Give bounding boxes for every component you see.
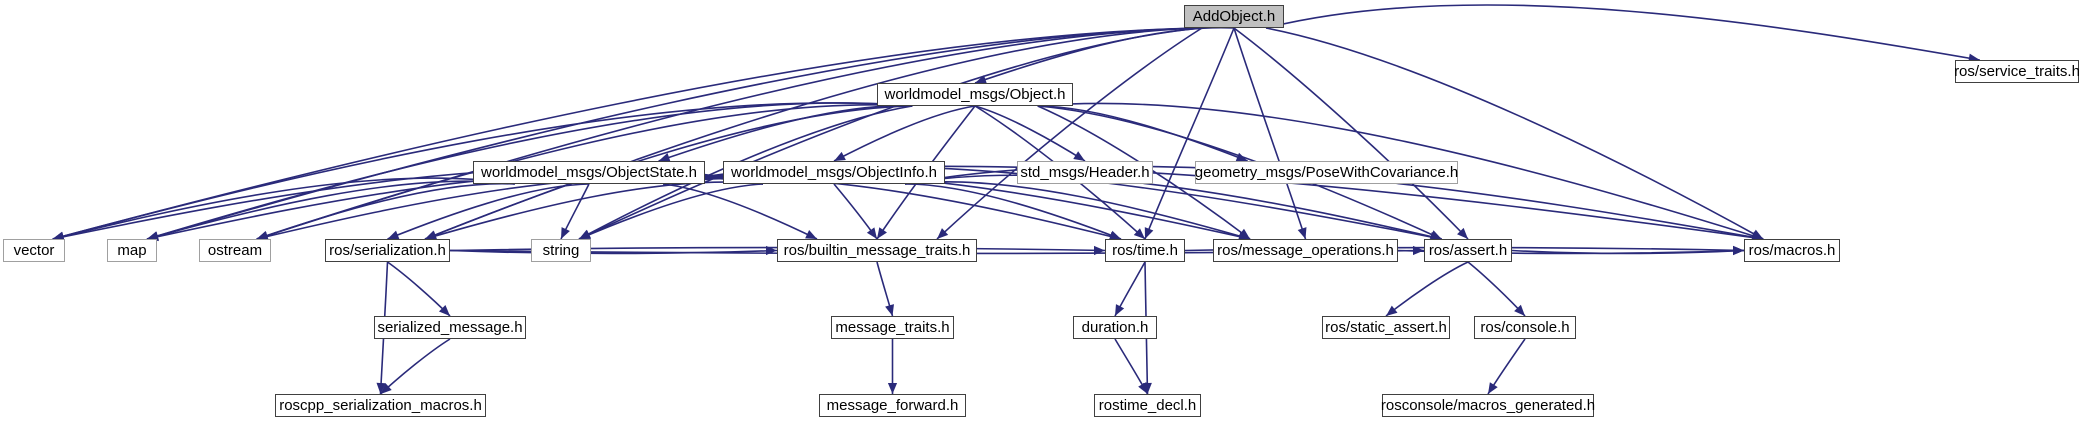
graph-node-label: rostime_decl.h bbox=[1098, 397, 1197, 414]
graph-node-rosconsole_macros[interactable]: rosconsole/macros_generated.h bbox=[1380, 394, 1596, 417]
graph-edge-addobject-to-message_operations bbox=[1233, 27, 1307, 240]
graph-node-serialized_message[interactable]: serialized_message.h bbox=[374, 316, 526, 339]
graph-edge-object-to-string bbox=[578, 105, 913, 240]
graph-node-label: worldmodel_msgs/ObjectInfo.h bbox=[731, 164, 937, 181]
graph-node-label: geometry_msgs/PoseWithCovariance.h bbox=[1194, 164, 1459, 181]
graph-node-label: message_traits.h bbox=[835, 319, 950, 336]
graph-node-macros[interactable]: ros/macros.h bbox=[1744, 239, 1840, 262]
graph-node-label: ros/service_traits.h bbox=[1954, 63, 2079, 80]
graph-edge-addobject-to-assert bbox=[1233, 27, 1469, 240]
graph-node-map[interactable]: map bbox=[107, 239, 157, 262]
graph-node-message_operations[interactable]: ros/message_operations.h bbox=[1213, 239, 1398, 262]
graph-node-roscpp_ser_macros[interactable]: roscpp_serialization_macros.h bbox=[275, 394, 486, 417]
graph-edge-serialization-to-serialized_message bbox=[387, 261, 451, 317]
graph-edge-object-to-header bbox=[974, 105, 1086, 162]
graph-edge-objectinfo-to-assert bbox=[904, 174, 1442, 240]
graph-edge-addobject-to-service_traits bbox=[1265, 4, 1980, 61]
graph-node-label: ros/time.h bbox=[1112, 242, 1178, 259]
graph-edge-object-to-objectinfo bbox=[833, 105, 976, 162]
graph-edge-objectstate-to-serialization bbox=[387, 183, 590, 240]
graph-node-objectinfo[interactable]: worldmodel_msgs/ObjectInfo.h bbox=[723, 161, 945, 184]
graph-node-label: ros/serialization.h bbox=[329, 242, 446, 259]
graph-edge-serialized_message-to-roscpp_ser_macros bbox=[379, 338, 451, 395]
graph-node-label: ros/macros.h bbox=[1748, 242, 1836, 259]
graph-node-assert[interactable]: ros/assert.h bbox=[1424, 239, 1512, 262]
graph-edge-objectinfo-to-message_operations bbox=[904, 181, 1251, 240]
graph-node-time[interactable]: ros/time.h bbox=[1105, 239, 1185, 262]
graph-node-label: serialized_message.h bbox=[377, 319, 523, 336]
graph-node-rostime_decl[interactable]: rostime_decl.h bbox=[1094, 394, 1201, 417]
graph-node-label: string bbox=[542, 242, 580, 259]
graph-node-label: vector bbox=[13, 242, 55, 259]
graph-node-builtin_traits[interactable]: ros/builtin_message_traits.h bbox=[777, 239, 977, 262]
graph-node-label: ros/builtin_message_traits.h bbox=[783, 242, 971, 259]
graph-node-header[interactable]: std_msgs/Header.h bbox=[1017, 161, 1153, 184]
graph-node-addobject[interactable]: AddObject.h bbox=[1184, 5, 1284, 28]
graph-edge-object-to-assert bbox=[1037, 105, 1442, 240]
graph-edge-addobject-to-macros bbox=[1265, 27, 1764, 240]
graph-edge-object-to-serialization bbox=[424, 105, 913, 240]
graph-node-message_forward[interactable]: message_forward.h bbox=[819, 394, 966, 417]
graph-edge-objectstate-to-ostream bbox=[256, 182, 515, 240]
graph-node-duration[interactable]: duration.h bbox=[1073, 316, 1157, 339]
graph-node-objectstate[interactable]: worldmodel_msgs/ObjectState.h bbox=[473, 161, 705, 184]
graph-node-label: duration.h bbox=[1081, 319, 1149, 336]
graph-node-label: map bbox=[117, 242, 147, 259]
graph-edge-objectinfo-to-serialization bbox=[424, 181, 764, 240]
graph-node-label: std_msgs/Header.h bbox=[1020, 164, 1150, 181]
graph-node-serialization[interactable]: ros/serialization.h bbox=[325, 239, 450, 262]
graph-node-label: worldmodel_msgs/ObjectState.h bbox=[481, 164, 697, 181]
graph-edge-objectinfo-to-string bbox=[578, 183, 763, 240]
graph-node-label: worldmodel_msgs/Object.h bbox=[884, 86, 1066, 103]
graph-edge-assert-to-console bbox=[1467, 261, 1526, 317]
graph-edge-object-to-posewithcov bbox=[1037, 105, 1248, 162]
graph-node-label: ros/message_operations.h bbox=[1217, 242, 1394, 259]
graph-edge-object-to-map bbox=[146, 102, 913, 240]
graph-node-label: ros/static_assert.h bbox=[1325, 319, 1447, 336]
graph-node-label: ostream bbox=[207, 242, 263, 259]
graph-node-label: message_forward.h bbox=[826, 397, 959, 414]
graph-node-service_traits[interactable]: ros/service_traits.h bbox=[1954, 60, 2079, 83]
graph-node-ostream[interactable]: ostream bbox=[199, 239, 271, 262]
graph-node-message_traits[interactable]: message_traits.h bbox=[831, 316, 954, 339]
graph-edge-objectstate-to-builtin_traits bbox=[663, 183, 818, 240]
graph-node-label: AddObject.h bbox=[1192, 8, 1276, 25]
graph-node-string[interactable]: string bbox=[531, 239, 591, 262]
graph-node-vector[interactable]: vector bbox=[3, 239, 65, 262]
graph-node-console[interactable]: ros/console.h bbox=[1474, 316, 1576, 339]
graph-edge-object-to-macros bbox=[1037, 102, 1764, 240]
graph-edge-addobject-to-time bbox=[1144, 27, 1235, 240]
graph-node-label: ros/console.h bbox=[1480, 319, 1570, 336]
graph-edge-serialization-to-builtin_traits bbox=[449, 249, 778, 255]
graph-node-label: rosconsole/macros_generated.h bbox=[1380, 397, 1596, 414]
graph-node-object[interactable]: worldmodel_msgs/Object.h bbox=[877, 83, 1073, 106]
graph-node-static_assert[interactable]: ros/static_assert.h bbox=[1322, 316, 1450, 339]
graph-edge-objectstate-to-vector bbox=[52, 177, 515, 240]
graph-edge-addobject-to-builtin_traits bbox=[936, 27, 1203, 240]
graph-edge-assert-to-static_assert bbox=[1385, 261, 1469, 317]
graph-node-label: ros/assert.h bbox=[1428, 242, 1508, 259]
graph-edge-objectinfo-to-time bbox=[905, 183, 1122, 240]
graph-node-label: roscpp_serialization_macros.h bbox=[279, 397, 482, 414]
graph-edge-addobject-to-string bbox=[578, 27, 1203, 240]
graph-node-posewithcov[interactable]: geometry_msgs/PoseWithCovariance.h bbox=[1195, 161, 1458, 184]
